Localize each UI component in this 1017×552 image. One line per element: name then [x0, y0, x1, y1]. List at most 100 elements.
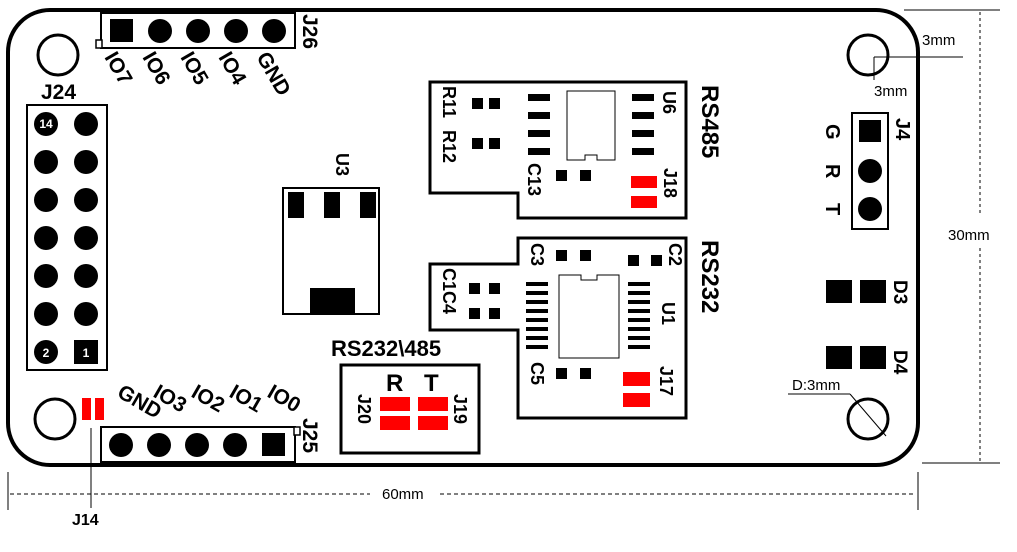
u3-label: U3: [332, 153, 352, 176]
c4-pad: [489, 308, 500, 319]
u6-pin-pad: [528, 148, 550, 155]
mounting-hole-top-left: [36, 33, 80, 77]
u3-pad: [360, 192, 376, 218]
j20-jumper-pad: [380, 397, 410, 411]
u6-pin-pad: [632, 148, 654, 155]
u1-pin-pad: [628, 327, 650, 331]
j26-pin1-indicator: [95, 39, 103, 49]
j25-pad: [109, 433, 133, 457]
j24-pads: [34, 112, 98, 364]
hole-diameter-leader: [849, 393, 887, 437]
j24-pad: [74, 226, 98, 250]
j24-pad: [74, 188, 98, 212]
j17-label: J17: [656, 366, 676, 396]
c1-pad: [489, 283, 500, 294]
c4-pad: [469, 308, 480, 319]
j25-ref-label: J25: [298, 418, 321, 453]
j4-pin-label: G: [821, 124, 843, 140]
j14-jumper: J14: [72, 398, 104, 529]
board-outline: [6, 8, 920, 467]
j24-pad: [34, 188, 58, 212]
j25-pad: [185, 433, 209, 457]
u3-regulator: U3: [282, 153, 380, 315]
u1-pin-pad: [526, 327, 548, 331]
u6-pin-pad: [528, 112, 550, 119]
u1-pin-pad: [628, 291, 650, 295]
j4-ref-label: J4: [891, 118, 913, 141]
selector-outline: [339, 363, 481, 455]
d4-label: D4: [889, 350, 910, 375]
hole-offset-y-label: 3mm: [874, 83, 907, 100]
u3-pad: [288, 192, 304, 218]
c2-pad: [651, 255, 662, 266]
d3-led: D3: [826, 280, 910, 304]
hole-offset-annotation: 3mm 3mm: [873, 32, 963, 100]
j25-pin1-indicator: [293, 426, 301, 436]
c3-pad: [556, 250, 567, 261]
c1-pad: [469, 283, 480, 294]
j14-label: J14: [72, 512, 99, 529]
r11-pad: [489, 98, 500, 109]
j25-outline: [100, 426, 296, 463]
c5-pad: [580, 368, 591, 379]
u1-pin-pad: [628, 318, 650, 322]
hole-diameter-annotation: D:3mm: [788, 377, 887, 437]
rs232-outline: [428, 236, 688, 420]
j17-jumper-pad: [623, 372, 650, 386]
rs485-section: RS485 R11 R12 U6 C13 J18: [428, 80, 723, 220]
u1-pin-pad: [628, 336, 650, 340]
j24-pad: [74, 150, 98, 174]
height-dimension-label: 30mm: [948, 227, 990, 244]
j18-label: J18: [660, 168, 680, 198]
d4-pad: [860, 346, 886, 369]
j4-pad: [858, 159, 882, 183]
j24-outline: [26, 104, 108, 371]
j26-pad: [224, 19, 248, 43]
rs485-title: RS485: [696, 85, 723, 158]
width-dimension: 60mm: [7, 472, 919, 510]
u1-pin-pad: [526, 282, 548, 286]
j24-pad: [74, 264, 98, 288]
u1-right-pins: [628, 282, 650, 349]
d3-label: D3: [889, 280, 910, 304]
j24-pin2-label: 2: [43, 346, 50, 360]
j14-pad: [95, 398, 104, 420]
c2-pad: [628, 255, 639, 266]
r12-pad: [472, 138, 483, 149]
u1-pin-pad: [526, 309, 548, 313]
rs232-section: RS232 C3 C2 C1C4: [428, 236, 723, 420]
r11-label: R11: [439, 86, 459, 118]
u1-pin-pad: [526, 291, 548, 295]
u6-pin-pad: [632, 130, 654, 137]
d4-pad: [826, 346, 852, 369]
u6-pin-pad: [528, 94, 550, 101]
j18-jumper-pad: [631, 196, 657, 208]
r12-pad: [489, 138, 500, 149]
c3-label: C3: [527, 243, 547, 266]
height-dimension: 30mm: [904, 9, 1000, 464]
j26-pad: [148, 19, 172, 43]
j25-pad: [223, 433, 247, 457]
j20-jumper-pad: [380, 416, 410, 430]
hole-offset-x-label: 3mm: [922, 32, 955, 49]
j19-jumper-pad: [418, 416, 448, 430]
j26-outline: [100, 12, 296, 49]
c5-label: C5: [527, 362, 547, 385]
rs232-title: RS232: [696, 240, 723, 313]
j26-pad: [186, 19, 210, 43]
j19-jumper-pad: [418, 397, 448, 411]
d3-pad: [860, 280, 886, 303]
r12-label: R12: [439, 130, 459, 163]
j17-jumper-pad: [623, 393, 650, 407]
j19-label: J19: [450, 394, 470, 424]
u6-ic-body: [566, 90, 616, 161]
u1-pin-pad: [526, 318, 548, 322]
c13-label: C13: [524, 163, 544, 196]
u1-pin-pad: [628, 309, 650, 313]
u1-pin-pad: [628, 345, 650, 349]
j24-pad: [74, 112, 98, 136]
j4-pin1-pad: [859, 120, 881, 142]
c13-pad: [580, 170, 591, 181]
j24-pin14-label: 14: [39, 117, 53, 131]
j24-pin1-pad: [74, 340, 98, 364]
